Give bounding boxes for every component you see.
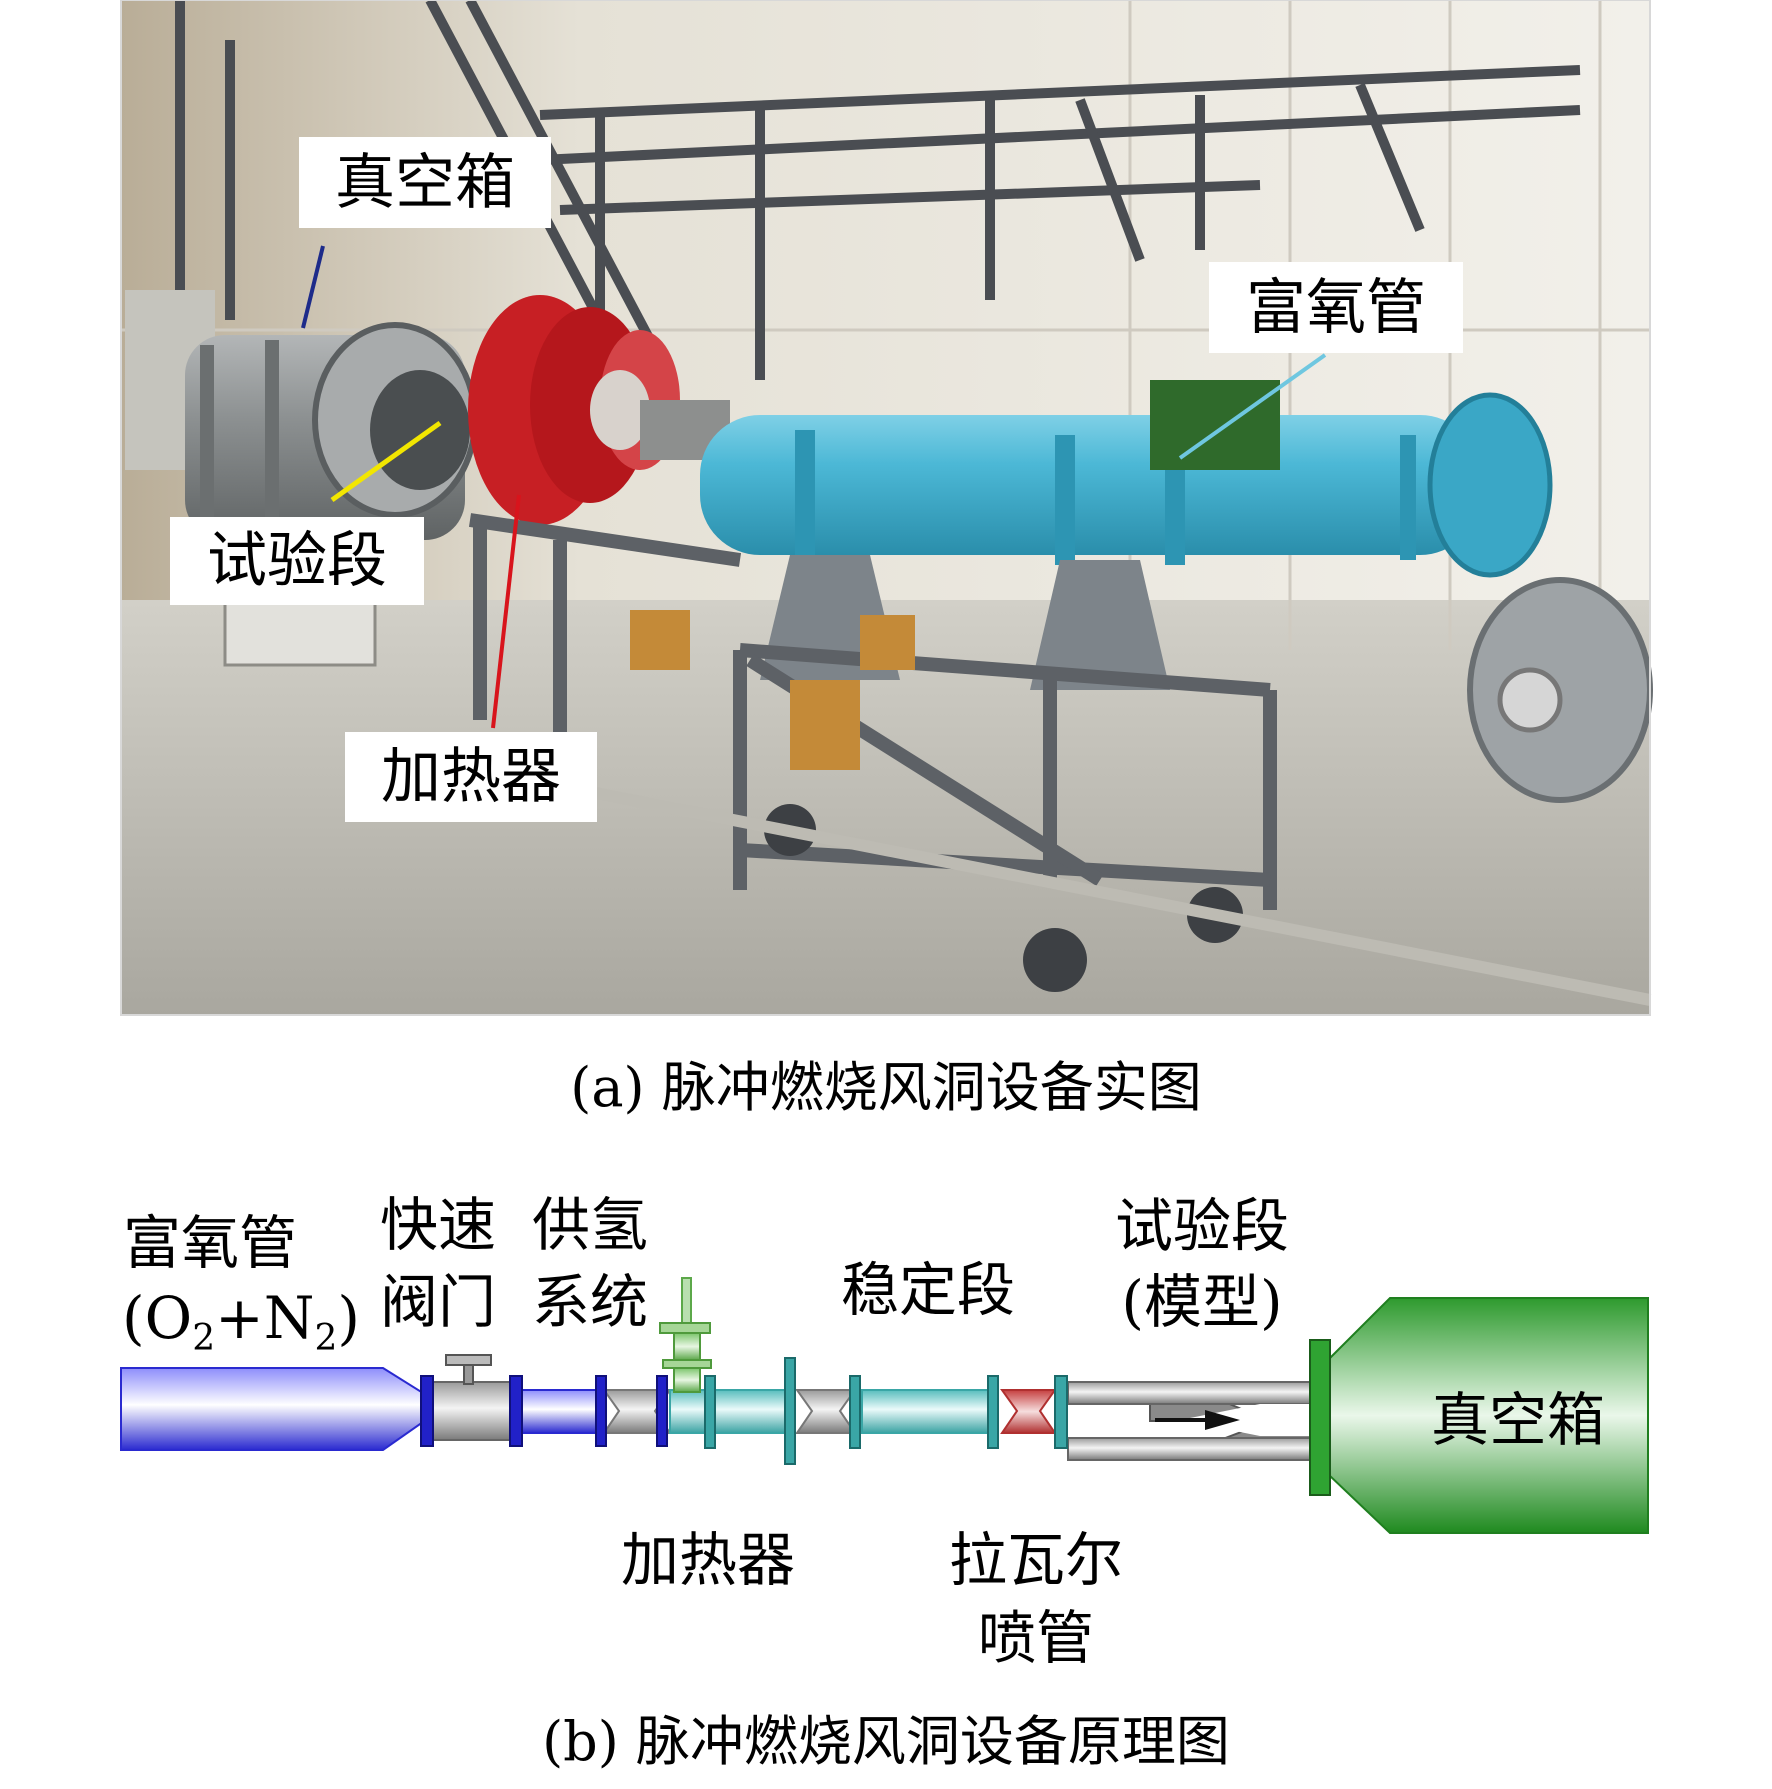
heater-photo: [468, 295, 680, 525]
label-vacuum-box: 真空箱: [1431, 1386, 1605, 1454]
floor-rail-photo: [578, 784, 1652, 1006]
label-heater: 加热器: [621, 1526, 795, 1594]
label-o2-sub: 2: [192, 1318, 215, 1359]
label-oxygen-tube-line2: (O2+N2): [122, 1284, 360, 1359]
schematic-panel: 富氧管 (O2+N2) 快速 阀门 供氢 系统 稳定段 试验段 (模型) 真空箱…: [120, 1191, 1649, 1672]
hydrogen-supply-block: [673, 1332, 701, 1361]
flange-1: [420, 1375, 434, 1447]
heater-pipe: [669, 1389, 791, 1434]
vacuum-box-label-text: 真空箱: [335, 148, 515, 218]
label-o2-open: (O: [122, 1284, 192, 1352]
flanges: [420, 1357, 1068, 1465]
label-n2-sub: 2: [314, 1318, 337, 1359]
label-plus-n: +N: [215, 1284, 314, 1352]
oxygen-tube-photo: [700, 392, 1553, 578]
label-laval-line1: 拉瓦尔: [949, 1526, 1123, 1594]
label-laval-line2: 喷管: [978, 1604, 1094, 1672]
heater-leader: [491, 494, 521, 729]
trolley-wheels-photo: [764, 804, 1243, 992]
flow-arrow: [1155, 1410, 1240, 1430]
flange-5: [704, 1375, 716, 1449]
test-section-upper-wall: [1067, 1381, 1311, 1405]
oxygen-tube-leader: [1178, 353, 1327, 460]
laval-nozzle: [1000, 1389, 1057, 1434]
teal-throat-section: [795, 1389, 857, 1434]
vacuum-chamber-photo: [185, 322, 478, 540]
overhead-steel-frame: [175, 0, 1581, 380]
label-fast-valve-line2: 阀门: [380, 1268, 496, 1336]
test-section-lower-wall: [1067, 1437, 1311, 1461]
label-hydrogen-line2: 系统: [532, 1268, 648, 1336]
label-stabilizer: 稳定段: [841, 1256, 1015, 1324]
oxygen-tube-label-text: 富氧管: [1246, 273, 1426, 343]
flange-9: [1054, 1375, 1068, 1449]
hydrogen-supply-pipe: [681, 1277, 692, 1324]
fast-valve-handle: [445, 1354, 492, 1366]
flange-4: [656, 1375, 668, 1447]
green-tank-photo: [1150, 380, 1280, 470]
label-fast-valve-line1: 快速: [380, 1191, 496, 1259]
test-section-model: [1180, 1404, 1310, 1436]
flange-6: [784, 1357, 796, 1465]
flange-8: [987, 1375, 999, 1449]
heater-label: 加热器: [345, 732, 597, 822]
oxygen-tube-schematic: [120, 1367, 424, 1451]
label-oxygen-tube-line1: 富氧管: [123, 1209, 297, 1277]
test-section-label-text: 试验段: [207, 526, 387, 596]
photo-panel: 真空箱 富氧管 试验段 加热器: [120, 0, 1653, 1016]
blue-pipe-section: [517, 1389, 599, 1434]
vacuum-box-flange: [1309, 1339, 1331, 1496]
flange-7: [849, 1375, 861, 1449]
instrument-boxes-photo: [630, 610, 915, 770]
fast-valve-body: [429, 1381, 511, 1441]
hydrogen-supply-cap: [659, 1322, 711, 1334]
test-section-leader: [330, 420, 442, 503]
hydrogen-supply-joint: [673, 1367, 701, 1393]
caption-b: (b) 脉冲燃烧风洞设备原理图: [542, 1710, 1230, 1773]
oxygen-tube-label: 富氧管: [1209, 262, 1463, 353]
caption-a: (a) 脉冲燃烧风洞设备实图: [570, 1056, 1202, 1119]
vacuum-box-leader: [301, 245, 325, 329]
right-disk-photo: [1467, 577, 1653, 803]
photo-frame: [120, 0, 1651, 1016]
heater-label-text: 加热器: [381, 742, 561, 812]
flange-2: [509, 1375, 523, 1447]
hydrogen-supply-plate: [662, 1359, 712, 1369]
flange-3: [595, 1375, 607, 1447]
label-hydrogen-line1: 供氢: [532, 1191, 648, 1259]
label-test-section-line2: (模型): [1121, 1268, 1282, 1336]
stabilizer-pipe: [861, 1389, 993, 1434]
label-test-section-line1: 试验段: [1115, 1192, 1289, 1260]
test-section-label: 试验段: [170, 517, 424, 605]
label-close-paren: ): [337, 1284, 360, 1352]
vacuum-box-label: 真空箱: [299, 137, 551, 228]
